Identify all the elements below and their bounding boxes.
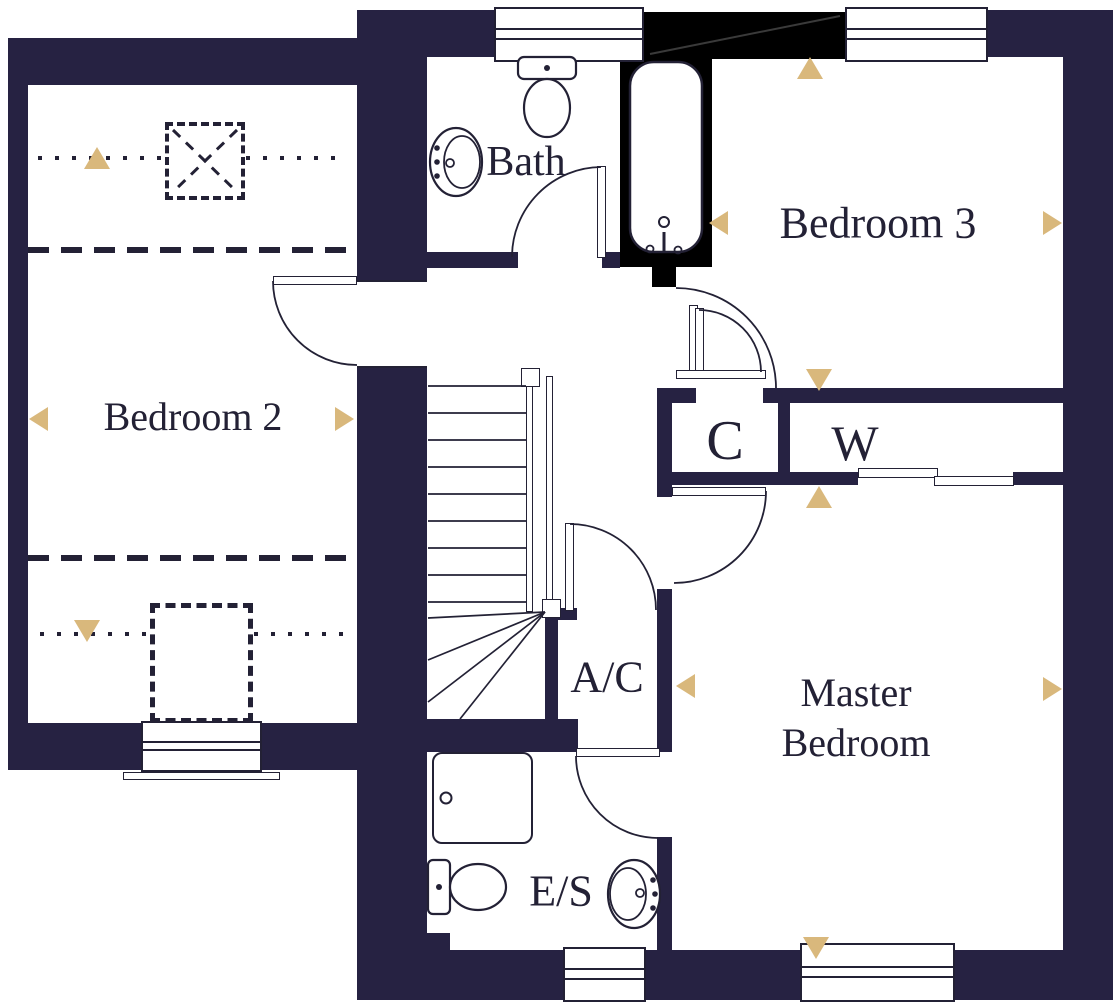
direction-triangle-down-icon	[74, 620, 100, 642]
bath-door	[597, 166, 606, 258]
wall	[657, 589, 672, 752]
wall	[357, 368, 427, 1000]
airing-cupboard-door	[565, 523, 574, 611]
room-label-wardrobe: W	[831, 414, 879, 471]
wall	[602, 252, 620, 268]
direction-triangle-left-icon	[676, 674, 695, 698]
wall	[1063, 10, 1113, 1000]
skylight	[165, 122, 245, 200]
stair-handrail	[546, 376, 553, 612]
bedroom3-window	[845, 7, 988, 62]
wall	[8, 38, 358, 85]
ensuite-window	[563, 947, 646, 1002]
room-label-bedroom3: Bedroom 3	[779, 198, 977, 248]
wall	[657, 388, 696, 403]
room-label-bath: Bath	[486, 138, 566, 185]
wall	[988, 10, 1068, 57]
wall	[357, 10, 494, 57]
wall	[427, 719, 578, 752]
wall	[646, 950, 800, 1000]
master-bedroom-door	[672, 487, 766, 496]
ceiling-break-dashed	[28, 247, 357, 253]
wall	[955, 950, 1113, 1000]
wall-stub	[652, 267, 676, 287]
stair-newel-post	[542, 599, 561, 618]
shower-tray	[432, 752, 533, 844]
roofline-dotted	[254, 632, 346, 636]
bedroom2-window-sill	[123, 772, 280, 780]
roofline-dotted	[246, 156, 348, 160]
room-label-ensuite: E/S	[529, 866, 593, 916]
wall	[1013, 472, 1063, 485]
dormer-outline	[150, 603, 253, 723]
obscured-window-panel	[644, 12, 845, 59]
ceiling-break-dashed	[28, 555, 357, 561]
wall	[658, 719, 672, 752]
bedroom2-window	[141, 721, 262, 772]
wall	[545, 610, 558, 722]
wall	[427, 252, 518, 268]
direction-triangle-left-icon	[709, 211, 728, 235]
direction-triangle-right-icon	[1043, 677, 1062, 701]
wardrobe-sliding-door	[934, 476, 1014, 486]
direction-triangle-up-icon	[84, 147, 110, 169]
room-label-master-bedroom: Master Bedroom	[781, 670, 931, 765]
bath-window	[494, 7, 644, 62]
cupboard-door-head	[676, 370, 766, 379]
wall	[8, 38, 28, 770]
bathtub-enclosure	[620, 53, 712, 267]
wall	[657, 472, 858, 485]
direction-triangle-right-icon	[335, 407, 354, 431]
direction-triangle-left-icon	[29, 407, 48, 431]
direction-triangle-up-icon	[797, 57, 823, 79]
wall	[260, 723, 358, 770]
stair-newel-post	[521, 368, 540, 387]
direction-triangle-up-icon	[806, 486, 832, 508]
wall	[8, 723, 143, 770]
direction-triangle-right-icon	[1043, 211, 1062, 235]
ensuite-door	[576, 748, 660, 757]
wall	[763, 388, 1063, 403]
wall	[657, 403, 672, 497]
wall	[427, 933, 450, 1000]
stair-handrail	[526, 376, 533, 612]
bedroom2-door	[273, 276, 357, 285]
room-label-bedroom2: Bedroom 2	[103, 394, 283, 439]
direction-triangle-down-icon	[803, 937, 829, 959]
room-label-airing-cupboard: A/C	[570, 652, 644, 702]
cupboard-door	[695, 308, 704, 372]
bedroom2-door-opening	[357, 280, 427, 368]
room-label-cupboard: C	[706, 410, 744, 472]
wall	[357, 950, 563, 1000]
direction-triangle-down-icon	[806, 369, 832, 391]
wardrobe-sliding-door	[858, 468, 938, 478]
wall	[657, 837, 672, 950]
wall	[778, 403, 790, 472]
